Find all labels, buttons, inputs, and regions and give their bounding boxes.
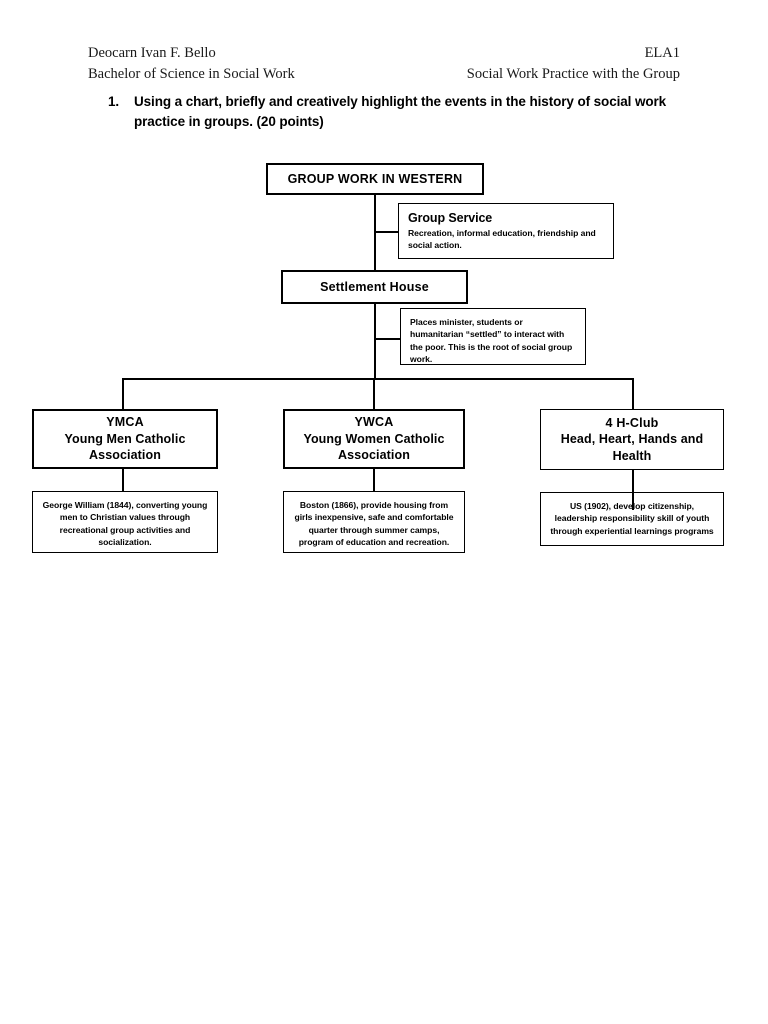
node-group-service[interactable]: Group Service Recreation, informal educa… [398,203,614,259]
question-block: 1. Using a chart, briefly and creatively… [108,92,684,131]
connector-bus-to-ymca [122,378,125,410]
settlement-house-description: Places minister, students or humanitaria… [410,317,573,365]
node-ywca[interactable]: YWCA Young Women Catholic Association [283,409,465,469]
4h-club-acronym: 4 H-Club [605,415,659,430]
ymca-acronym: YMCA [106,415,144,430]
course-code: ELA1 [644,45,680,61]
question-text: Using a chart, briefly and creatively hi… [134,94,667,129]
connector-ymca-to-note [122,468,125,492]
note-settlement-house[interactable]: Places minister, students or humanitaria… [400,308,586,365]
header-row-2: Bachelor of Science in Social Work Socia… [88,64,680,85]
node-4h-club[interactable]: 4 H-Club Head, Heart, Hands and Health [540,409,724,470]
4h-club-expansion: Head, Heart, Hands and Health [560,432,704,463]
settlement-house-label: Settlement House [320,279,429,294]
header-row-1: Deocarn Ivan F. Bello ELA1 [88,43,680,64]
connector-to-settlement-note [374,338,400,341]
note-ywca[interactable]: Boston (1866), provide housing from girl… [283,491,465,553]
node-ymca[interactable]: YMCA Young Men Catholic Association [32,409,218,469]
question-number: 1. [108,94,120,109]
node-root-label: GROUP WORK IN WESTERN [287,171,463,186]
document-header: Deocarn Ivan F. Bello ELA1 Bachelor of S… [88,43,680,85]
student-program: Bachelor of Science in Social Work [88,66,295,82]
ywca-description: Boston (1866), provide housing from girl… [294,500,454,548]
node-group-work-in-western[interactable]: GROUP WORK IN WESTERN [266,163,484,195]
connector-bus-to-4h [632,378,635,410]
node-settlement-house[interactable]: Settlement House [281,270,468,304]
connector-bus-to-ywca [373,378,376,410]
student-name: Deocarn Ivan F. Bello [88,45,216,61]
connector-4h-to-note [632,470,634,510]
connector-to-group-service [374,231,400,234]
connector-bus [122,378,634,381]
note-ymca[interactable]: George William (1844), converting young … [32,491,218,553]
ywca-acronym: YWCA [354,415,394,430]
connector-ywca-to-note [373,468,376,492]
ymca-description: George William (1844), converting young … [42,500,208,548]
ywca-expansion: Young Women Catholic Association [303,431,445,463]
group-service-heading: Group Service [408,211,493,225]
ymca-expansion: Young Men Catholic Association [64,431,186,463]
group-service-description: Recreation, informal education, friendsh… [408,228,596,251]
subject-title: Social Work Practice with the Group [466,66,680,82]
